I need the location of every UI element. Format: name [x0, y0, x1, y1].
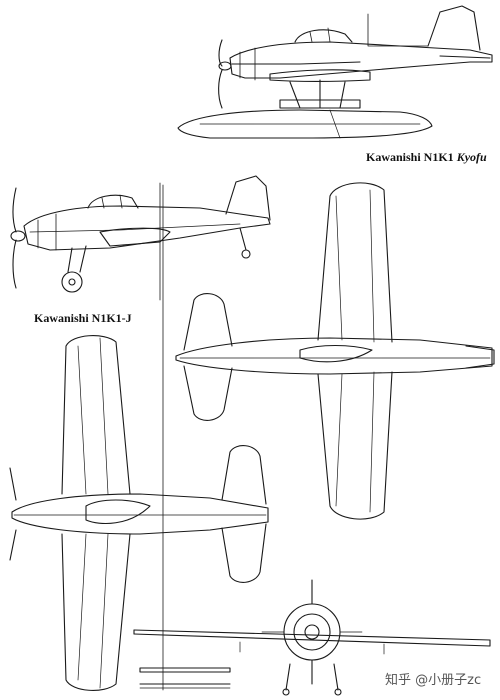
kyofu-label: Kawanishi N1K1 Kyofu [366, 150, 487, 165]
n1k1j-label: Kawanishi N1K1-J [34, 311, 132, 325]
n1k1j-top-view [9, 335, 269, 691]
kyofu-side-view [177, 5, 493, 139]
front-view [133, 579, 491, 696]
kyofu-top-view [175, 182, 495, 520]
n1k1j-side-view [10, 175, 271, 301]
scale-bar [139, 667, 231, 689]
kyofu-suffix: Kyofu [456, 150, 487, 164]
kyofu-name: Kawanishi N1K1 [366, 150, 454, 164]
watermark: 知乎 @小册子zc [382, 668, 485, 689]
